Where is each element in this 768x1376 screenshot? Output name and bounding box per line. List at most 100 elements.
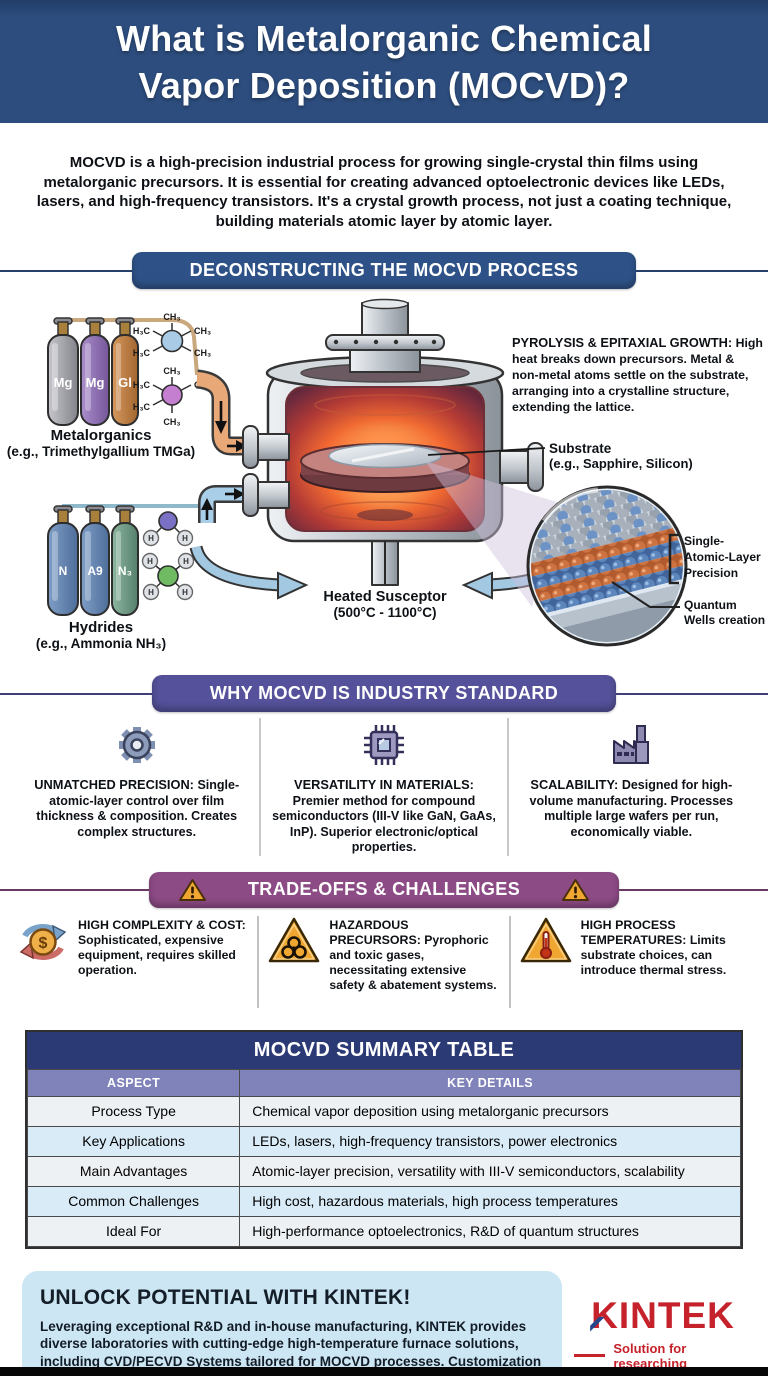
cylinder-label: Mg (86, 375, 105, 390)
chamber-top-assembly (325, 298, 445, 373)
details-cell: LEDs, lasers, high-frequency transistors… (239, 1125, 741, 1157)
methyl-label: CH₃ (163, 417, 180, 427)
factory-icon (519, 718, 744, 772)
outlet-port (499, 442, 544, 492)
reactor-chamber (242, 298, 544, 586)
challenges-section-banner: TRADE-OFFS & CHALLENGES (148, 871, 620, 908)
gas-cylinder: N₃ (111, 505, 139, 616)
challenge-body: Pyrophoric and toxic gases, necessitatin… (329, 932, 497, 992)
gas-cylinder: N (47, 505, 79, 616)
table-row: Main Advantages Atomic-layer precision, … (26, 1155, 741, 1187)
header-banner: What is Metalorganic Chemical Vapor Depo… (0, 0, 768, 123)
gear-icon (24, 718, 249, 772)
metalorganics-label: Metalorganics (e.g., Trimethylgallium TM… (2, 427, 200, 459)
details-cell: Atomic-layer precision, versatility with… (239, 1155, 741, 1187)
summary-table-title: MOCVD SUMMARY TABLE (27, 1031, 741, 1069)
rotation-arrow-left (189, 545, 309, 600)
page-title-line2: Vapor Deposition (MOCVD)? (138, 64, 630, 106)
cylinder-label: N₃ (118, 564, 132, 578)
cta-section: UNLOCK POTENTIAL WITH KINTEK! Leveraging… (0, 1249, 768, 1376)
quantum-wells-pointer-line (611, 581, 680, 608)
column-header-key-details: KEY DETAILS (239, 1068, 741, 1097)
methyl-label: CH₃ (194, 326, 211, 336)
kintek-logo-block: KINTEK Solution for researching kintekfu… (574, 1271, 752, 1376)
tmga-molecule: CH₃ H₃C H₃C CH₃ CH₃ (133, 312, 211, 358)
inlet-port (242, 473, 290, 517)
susceptor-label: Heated Susceptor (500°C - 1100°C) (287, 589, 483, 620)
challenges-columns: $ HIGH COMPLEXITY & COST: Sophisticated,… (0, 908, 768, 1020)
divider-line (0, 692, 152, 695)
substrate-title: Substrate (549, 441, 612, 456)
susceptor-title: Heated Susceptor (323, 589, 447, 605)
chip-icon (271, 718, 496, 772)
hydrides-label: Hydrides (e.g., Ammonia NH₃) (2, 619, 200, 651)
methyl-label: H₃C (133, 348, 151, 358)
biohazard-icon (268, 916, 320, 966)
process-banner-row: DECONSTRUCTING THE MOCVD PROCESS (0, 252, 768, 289)
metalorganic-pipe (195, 369, 247, 456)
divider-line (0, 269, 132, 272)
hydride-pipe (198, 485, 247, 523)
metalorganic-cylinders: Mg Mg Gl (47, 317, 139, 426)
hydrides-example: (e.g., Ammonia NH₃) (35, 636, 167, 651)
thermometer-warning-icon (520, 916, 572, 966)
tagline-text: Solution for researching (613, 1340, 688, 1371)
hydride-molecule: H H (142, 511, 194, 547)
cta-box: UNLOCK POTENTIAL WITH KINTEK! Leveraging… (22, 1270, 562, 1376)
standards-banner-row: WHY MOCVD IS INDUSTRY STANDARD (0, 675, 768, 712)
divider-line (616, 692, 768, 695)
table-header-row: ASPECT KEY DETAILS (26, 1068, 741, 1097)
aspect-cell: Main Advantages (26, 1155, 241, 1187)
hydride-cylinders: N A9 N₃ (47, 505, 139, 616)
divider-line (0, 888, 149, 891)
susceptor-temperature: (500°C - 1100°C) (333, 605, 437, 620)
methyl-label: H₃C (133, 326, 151, 336)
metalorganics-title: Metalorganics (50, 427, 152, 444)
challenge-item-hazard: HAZARDOUS PRECURSORS: Pyrophoric and tox… (257, 915, 508, 1008)
details-cell: High-performance optoelectronics, R&D of… (239, 1215, 741, 1247)
gas-cylinder: A9 (80, 505, 110, 616)
challenges-banner-row: TRADE-OFFS & CHALLENGES (0, 871, 768, 908)
intro-paragraph: MOCVD is a high-precision industrial pro… (36, 154, 732, 230)
cylinder-label: A9 (87, 564, 103, 578)
challenge-heading: HIGH COMPLEXITY & COST: (78, 917, 246, 932)
challenge-heading: HAZARDOUS PRECURSORS: (329, 917, 421, 947)
methyl-label: CH₃ (163, 312, 180, 322)
warning-triangle-icon (562, 878, 590, 902)
divider-line (619, 888, 768, 891)
brand-name: KINTEK (591, 1294, 735, 1336)
hydrides-title: Hydrides (68, 619, 134, 636)
standards-item-scalability: SCALABILITY: Designed for high-volume ma… (506, 718, 754, 856)
mocvd-process-diagram: Mg Mg Gl (0, 289, 768, 669)
metalorganic-manifold-line (62, 318, 199, 376)
standards-item-body: Designed for high-volume manufacturing. … (529, 778, 734, 839)
hydrogen-label: H (182, 588, 188, 597)
methyl-label: CH₃ (163, 366, 180, 376)
substrate-example: (e.g., Sapphire, Silicon) (549, 456, 693, 471)
pyrolysis-note: PYROLYSIS & EPITAXIAL GROWTH: High heat … (512, 335, 764, 415)
methyl-label: H₃C (133, 380, 151, 390)
standards-item-heading: SCALABILITY: (530, 777, 619, 792)
hydrogen-label: H (148, 534, 154, 543)
page-title-line1: What is Metalorganic Chemical (116, 17, 652, 59)
standards-item-heading: VERSATILITY IN MATERIALS: (294, 777, 474, 792)
methyl-label: H₃C (133, 402, 151, 412)
tagline-dash (574, 1354, 606, 1357)
inlet-port (242, 425, 290, 469)
brand-tagline: Solution for researching (574, 1341, 752, 1371)
hydrogen-label: H (182, 534, 188, 543)
column-header-aspect: ASPECT (26, 1068, 241, 1097)
metalorganics-example: (e.g., Trimethylgallium TMGa) (6, 444, 196, 459)
cylinder-label: Mg (54, 375, 73, 390)
table-row: Ideal For High-performance optoelectroni… (26, 1215, 741, 1247)
hydrogen-label: H (183, 557, 189, 566)
hydride-molecule: H H H H (141, 552, 195, 601)
standards-item-versatility: VERSATILITY IN MATERIALS: Premier method… (259, 718, 506, 856)
aspect-cell: Key Applications (26, 1125, 241, 1157)
aspect-cell: Process Type (26, 1095, 241, 1127)
challenges-banner-text: TRADE-OFFS & CHALLENGES (247, 879, 521, 899)
standards-columns: UNMATCHED PRECISION: Single-atomic-layer… (0, 712, 768, 866)
gas-cylinder: Gl (111, 317, 139, 426)
hydrogen-label: H (148, 588, 154, 597)
challenge-heading: HIGH PROCESS TEMPERATURES: (580, 917, 687, 947)
